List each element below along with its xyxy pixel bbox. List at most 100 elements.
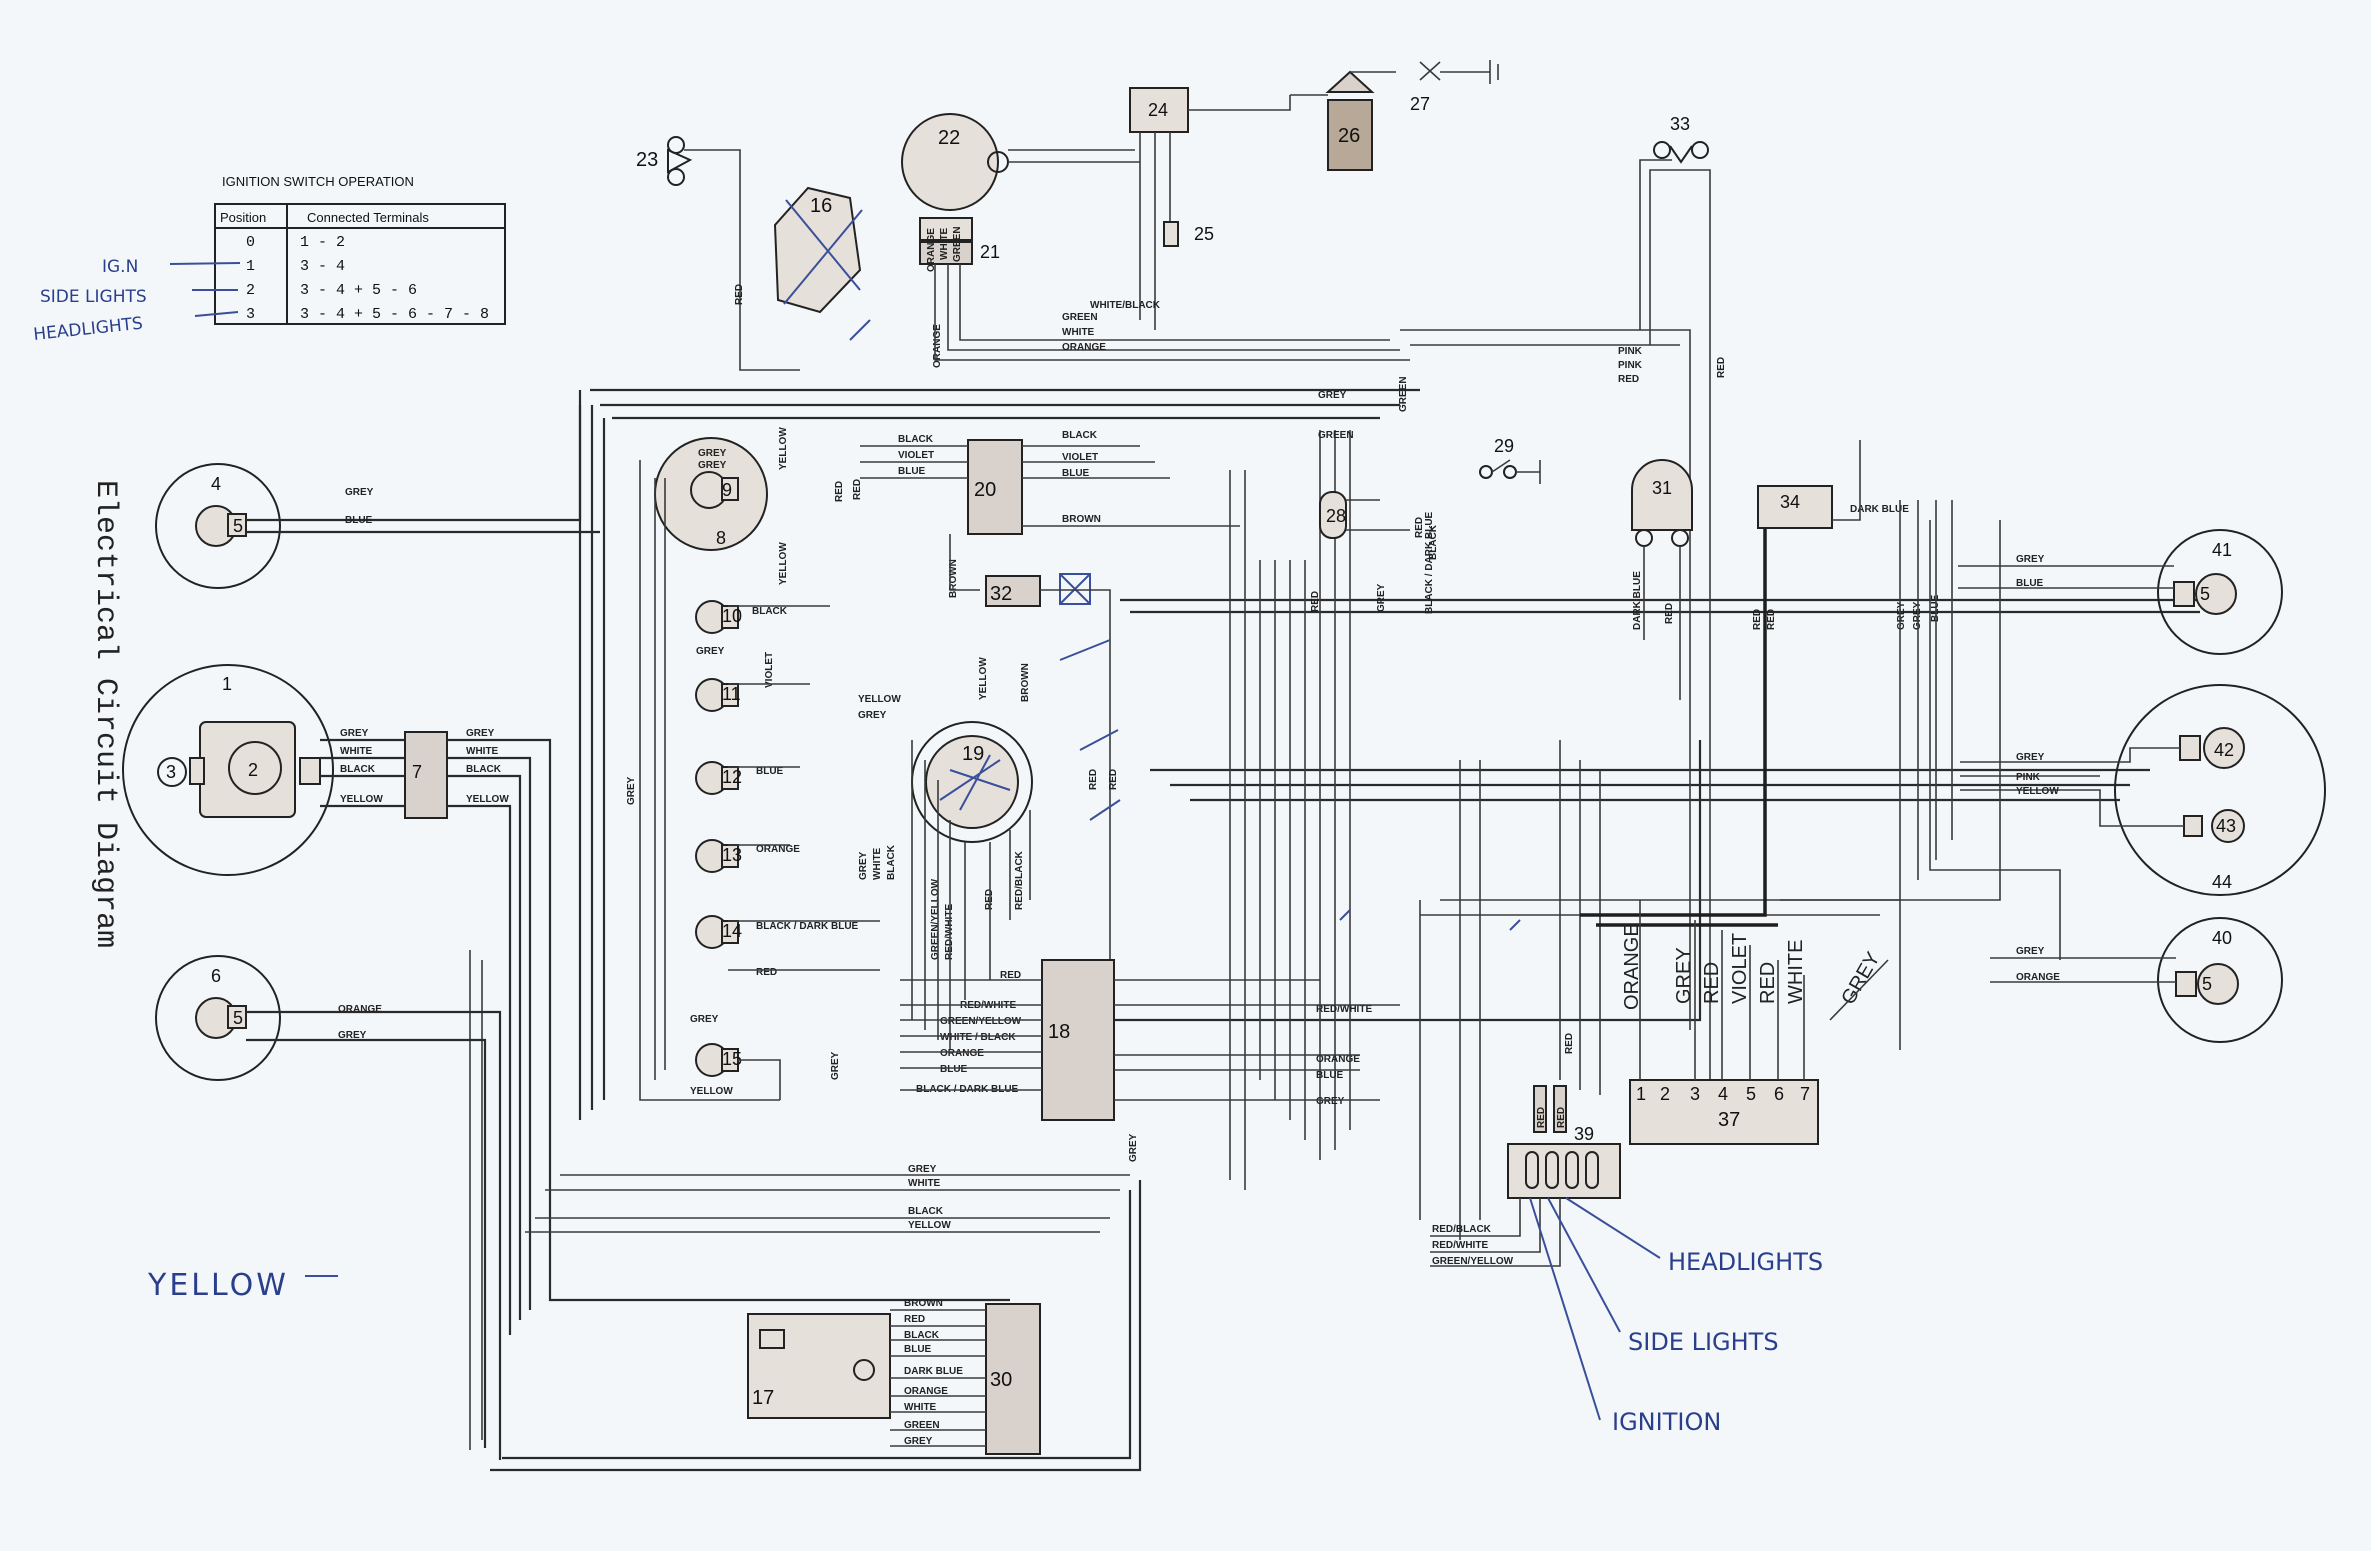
label-3: 3 bbox=[166, 762, 176, 782]
terminal-37-7: 7 bbox=[1800, 1084, 1810, 1104]
label-8: 8 bbox=[716, 528, 726, 548]
ignition-switch-table: IGNITION SWITCH OPERATION Position Conne… bbox=[214, 174, 506, 325]
wire-grey-15: GREY bbox=[690, 1014, 719, 1025]
label-grey2-37: GREY bbox=[1837, 948, 1884, 1008]
label-21: 21 bbox=[980, 242, 1000, 262]
wire-black-10: BLACK bbox=[752, 606, 788, 617]
component-37: 1 2 3 4 5 6 7 37 ORANGE GREY RED VIOLET … bbox=[1621, 900, 1889, 1145]
note-side-lights-right: SIDE LIGHTS bbox=[1628, 1328, 1779, 1356]
wire-grey-mid2: GREY bbox=[626, 776, 637, 805]
wire-pink-33b: PINK bbox=[1618, 360, 1643, 371]
wire-green-yellow-18: GREEN/YELLOW bbox=[940, 1016, 1022, 1027]
note-side-lights: SIDE LIGHTS bbox=[40, 287, 147, 307]
wire-brown-19: BROWN bbox=[1020, 663, 1031, 702]
label-25: 25 bbox=[1194, 224, 1214, 244]
component-17: 17 30 BROWN RED BLACK BLUE DARK BLUE ORA… bbox=[747, 1298, 1041, 1455]
terminal-37-5: 5 bbox=[1746, 1084, 1756, 1104]
label-9: 9 bbox=[722, 480, 732, 500]
wire-grey-1: GREY bbox=[340, 728, 369, 739]
note-yellow: YELLOW bbox=[147, 1268, 289, 1303]
wire-red-20b: RED bbox=[852, 479, 863, 500]
middle-red-labels: RED RED RED GREY GREY bbox=[626, 319, 1521, 1080]
wire-grey-8b: GREY bbox=[698, 460, 727, 471]
component-20: 20 BLACK VIOLET BLUE BLACK VIOLET BLUE B… bbox=[834, 430, 1240, 1010]
wire-white-1b: WHITE bbox=[466, 746, 499, 757]
label-5d: 5 bbox=[2202, 974, 2212, 994]
table-row-2-terminals: 3 - 4 + 5 - 6 bbox=[300, 282, 417, 299]
wire-white-21: WHITE bbox=[939, 227, 950, 260]
wire-green-21: GREEN bbox=[952, 226, 963, 262]
label-26: 26 bbox=[1338, 125, 1360, 147]
label-41: 41 bbox=[2212, 540, 2232, 560]
wire-red-33: RED bbox=[1618, 374, 1639, 385]
wire-black-bottom: BLACK bbox=[908, 1206, 944, 1217]
label-33: 33 bbox=[1670, 114, 1690, 134]
wire-blue-4: BLUE bbox=[345, 515, 373, 526]
wire-red-mid2: RED bbox=[1108, 769, 1119, 790]
wire-red-white-39: RED/WHITE bbox=[1432, 1240, 1488, 1251]
label-28: 28 bbox=[1326, 506, 1346, 526]
wire-black-20: BLACK bbox=[898, 434, 934, 445]
wire-orange-18b: ORANGE bbox=[1316, 1054, 1360, 1065]
wire-grey-41b: GREY bbox=[1896, 601, 1907, 630]
wire-grey-4: GREY bbox=[345, 487, 374, 498]
wire-grey-18b: GREY bbox=[1128, 1133, 1139, 1162]
bottom-wire-labels: GREY WHITE BLACK YELLOW bbox=[525, 1164, 1130, 1233]
table-title: IGNITION SWITCH OPERATION bbox=[222, 174, 414, 189]
headlamp-1-group: 1 2 3 7 GREY WHITE BLACK YELLOW GREY WHI… bbox=[122, 664, 1010, 1335]
wire-red-23: RED bbox=[734, 284, 745, 305]
label-37: 37 bbox=[1718, 1109, 1740, 1131]
table-col-terminals: Connected Terminals bbox=[307, 210, 429, 225]
label-1: 1 bbox=[222, 674, 232, 694]
wire-orange-30: ORANGE bbox=[904, 1386, 948, 1397]
terminal-37-2: 2 bbox=[1660, 1084, 1670, 1104]
label-20: 20 bbox=[974, 479, 996, 501]
wire-red-39: RED bbox=[1536, 1107, 1547, 1128]
table-row-1-position: 1 bbox=[246, 258, 255, 275]
label-5b: 5 bbox=[233, 1008, 243, 1028]
label-39: 39 bbox=[1574, 1124, 1594, 1144]
wire-brown-30: BROWN bbox=[904, 1298, 943, 1309]
component-34: 34 DARK BLUE RED RED bbox=[1752, 440, 1909, 630]
wire-white-top: WHITE bbox=[1062, 327, 1095, 338]
wire-orange-top: ORANGE bbox=[1062, 342, 1106, 353]
wire-orange-13: ORANGE bbox=[756, 844, 800, 855]
wire-red-30: RED bbox=[904, 1314, 925, 1325]
terminal-37-6: 6 bbox=[1774, 1084, 1784, 1104]
table-row-3-position: 3 bbox=[246, 306, 255, 323]
wire-brown-20b: BROWN bbox=[948, 559, 959, 598]
terminal-37-3: 3 bbox=[1690, 1084, 1700, 1104]
wire-yellow-bottom: YELLOW bbox=[908, 1220, 951, 1231]
label-violet-37: VIOLET bbox=[1729, 933, 1751, 1004]
instrument-lamps-group: 9 8 GREY GREY YELLOW YELLOW 10 BLACK 11 … bbox=[639, 427, 880, 1101]
label-43: 43 bbox=[2216, 816, 2236, 836]
wire-dark-blue-30: DARK BLUE bbox=[904, 1366, 963, 1377]
wire-white-30: WHITE bbox=[904, 1402, 937, 1413]
terminal-37-1: 1 bbox=[1636, 1084, 1646, 1104]
label-14: 14 bbox=[722, 921, 742, 941]
terminal-37-4: 4 bbox=[1718, 1084, 1728, 1104]
label-19: 19 bbox=[962, 743, 984, 765]
label-16: 16 bbox=[810, 195, 832, 217]
wire-grey-18: GREY bbox=[1316, 1096, 1345, 1107]
wire-grey-41: GREY bbox=[2016, 554, 2045, 565]
wire-blue-18: BLUE bbox=[940, 1064, 968, 1075]
wire-black-30: BLACK bbox=[904, 1330, 940, 1341]
lamp-41-group: 41 5 GREY BLUE GREY GREY BLUE bbox=[1896, 500, 2283, 900]
component-24: 24 25 WHITE/BLACK GREEN WHITE ORANGE bbox=[1062, 87, 1291, 353]
wire-grey-11: GREY bbox=[696, 646, 725, 657]
diagram-title: Electrical Circuit Diagram bbox=[88, 480, 122, 948]
wire-red-black-39: RED/BLACK bbox=[1432, 1224, 1492, 1235]
wire-violet-20b: VIOLET bbox=[1062, 452, 1098, 463]
label-22: 22 bbox=[938, 127, 960, 149]
lamp-6-group: 6 5 ORANGE GREY bbox=[155, 955, 502, 1460]
label-18: 18 bbox=[1048, 1021, 1070, 1043]
label-red2-37: RED bbox=[1757, 962, 1779, 1004]
table-col-position: Position bbox=[220, 210, 266, 225]
note-ign: IG.N bbox=[102, 257, 138, 277]
label-24: 24 bbox=[1148, 100, 1168, 120]
label-2: 2 bbox=[248, 760, 258, 780]
wire-green-30: GREEN bbox=[904, 1420, 940, 1431]
handwritten-table-notes: IG.N SIDE LIGHTS HEADLIGHTS bbox=[32, 257, 241, 345]
wire-violet-20: VIOLET bbox=[898, 450, 934, 461]
